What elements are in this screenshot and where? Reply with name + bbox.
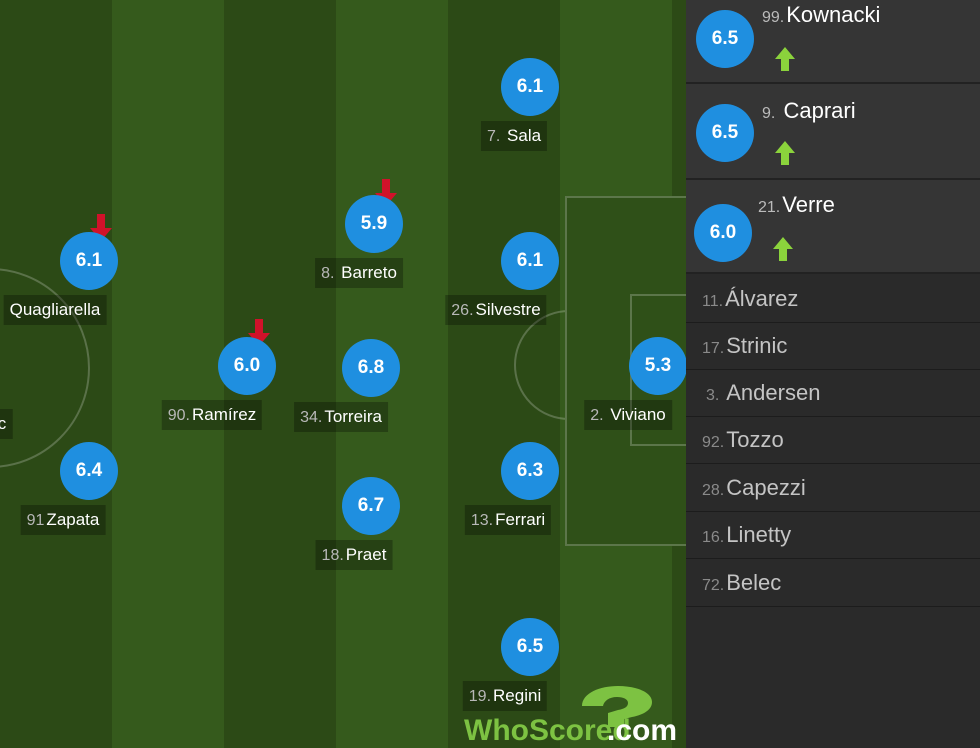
sub-name: Verre: [782, 192, 835, 217]
player-name-box: Quagliarella: [3, 295, 107, 325]
substitute-kowancki[interactable]: 6.5 99.Kownacki: [686, 0, 980, 84]
bench-name: Linetty: [726, 522, 792, 547]
player-name-box: 26.Silvestre: [445, 295, 547, 325]
player-name-box: 7. Sala: [480, 121, 548, 151]
player-number: 90.: [167, 407, 191, 424]
sub-name-line: 9. Caprari: [762, 98, 856, 124]
bench-number: 16.: [702, 529, 725, 546]
player-name-box: 34.Torreira: [294, 402, 388, 432]
player-name-box: c: [0, 409, 13, 439]
bench-name: Strinic: [726, 333, 788, 358]
bench-name: Belec: [726, 570, 782, 595]
player-rating: 6.0: [218, 337, 276, 395]
player-rating: 6.8: [342, 339, 400, 397]
player-name: Barreto: [341, 263, 397, 282]
bench-player[interactable]: 11.Álvarez: [686, 276, 980, 323]
player-number: 26.: [451, 302, 474, 319]
sub-rating: 6.5: [696, 104, 754, 162]
player-rating: 6.3: [501, 442, 559, 500]
bench-name-line: 17.Strinic: [702, 333, 787, 359]
bench-player[interactable]: 72.Belec: [686, 560, 980, 607]
logo-text-suffix: .com: [607, 714, 677, 747]
player-rating: 6.1: [501, 232, 559, 290]
player-name-box: 8. Barreto: [315, 258, 403, 288]
player-name: Ferrari: [495, 510, 546, 529]
bench-name-line: 28.Capezzi: [702, 475, 806, 501]
player-rating: 5.3: [629, 337, 686, 395]
player-name-box: 90.Ramírez: [161, 400, 263, 430]
player-name: Torreira: [324, 407, 382, 426]
player-rating: 6.1: [501, 58, 559, 116]
player-name: c: [0, 414, 7, 433]
sub-name-line: 21.Verre: [758, 192, 835, 218]
substitutes-panel: 6.5 99.Kownacki 6.5 9. Caprari 6.0 21.Ve…: [686, 0, 980, 748]
player-name-box: 13.Ferrari: [464, 505, 552, 535]
bench-name: Álvarez: [725, 286, 799, 311]
bench-name-line: 16.Linetty: [702, 522, 791, 548]
player-rating: 6.4: [60, 442, 118, 500]
player-name: Ramírez: [192, 405, 257, 424]
sub-on-arrow-icon: [775, 47, 795, 71]
sub-number: 9.: [762, 105, 776, 122]
sub-on-arrow-icon: [773, 237, 793, 261]
bench-number: 28.: [702, 482, 725, 499]
player-rating: 6.5: [501, 618, 559, 676]
bench-player[interactable]: 92.Tozzo: [686, 417, 980, 464]
bench-name-line: 3. Andersen: [706, 380, 820, 406]
substitute-caprari[interactable]: 6.5 9. Caprari: [686, 84, 980, 180]
whoscored-logo: WhoScored .com: [464, 686, 677, 747]
player-number: 19.: [468, 688, 492, 705]
bench-number: 72.: [702, 577, 725, 594]
sub-name-line: 99.Kownacki: [762, 2, 880, 28]
player-number: 13.: [470, 512, 494, 529]
sub-name: Kownacki: [786, 2, 881, 27]
bench-name-line: 11.Álvarez: [702, 286, 798, 312]
player-name: Silvestre: [475, 300, 541, 319]
player-number: 8.: [321, 265, 335, 282]
bench-number: 17.: [702, 340, 725, 357]
bench-player[interactable]: 16.Linetty: [686, 512, 980, 559]
bench-player[interactable]: 3. Andersen: [686, 370, 980, 417]
player-name: Quagliarella: [9, 300, 101, 319]
bench-name: Andersen: [726, 380, 821, 405]
player-number: 34.: [300, 409, 323, 426]
bench-name: Tozzo: [726, 427, 784, 452]
player-number: 2.: [590, 407, 604, 424]
player-name: Zapata: [46, 510, 100, 529]
bench-number: 3.: [706, 387, 720, 404]
bench-name: Capezzi: [726, 475, 806, 500]
player-number: 18.: [321, 547, 344, 564]
sub-number: 21.: [758, 199, 781, 216]
player-number: 7.: [486, 128, 501, 145]
bench-number: 92.: [702, 434, 725, 451]
sub-name: Caprari: [783, 98, 856, 123]
player-rating: 6.7: [342, 477, 400, 535]
player-name: Sala: [507, 126, 542, 145]
player-name-box: 18.Praet: [315, 540, 393, 570]
bench-number: 11.: [702, 293, 724, 310]
player-name-box: 2. Viviano: [584, 400, 672, 430]
bench-player[interactable]: 28.Capezzi: [686, 465, 980, 512]
bench-player[interactable]: 17.Strinic: [686, 323, 980, 370]
player-name: Viviano: [610, 405, 666, 424]
substitute-verre[interactable]: 6.0 21.Verre: [686, 180, 980, 274]
player-name: Regini: [493, 686, 542, 705]
bench-name-line: 72.Belec: [702, 570, 781, 596]
sub-on-arrow-icon: [775, 141, 795, 165]
player-name: Praet: [345, 545, 387, 564]
player-rating: 5.9: [345, 195, 403, 253]
player-rating: 6.1: [60, 232, 118, 290]
logo-text-primary: WhoScored: [464, 714, 631, 747]
sub-number: 99.: [762, 9, 785, 26]
bench-name-line: 92.Tozzo: [702, 427, 784, 453]
sub-rating: 6.0: [694, 204, 752, 262]
player-name-box: 19.Regini: [462, 681, 548, 711]
sub-rating: 6.5: [696, 10, 754, 68]
player-number: 91: [26, 512, 45, 529]
